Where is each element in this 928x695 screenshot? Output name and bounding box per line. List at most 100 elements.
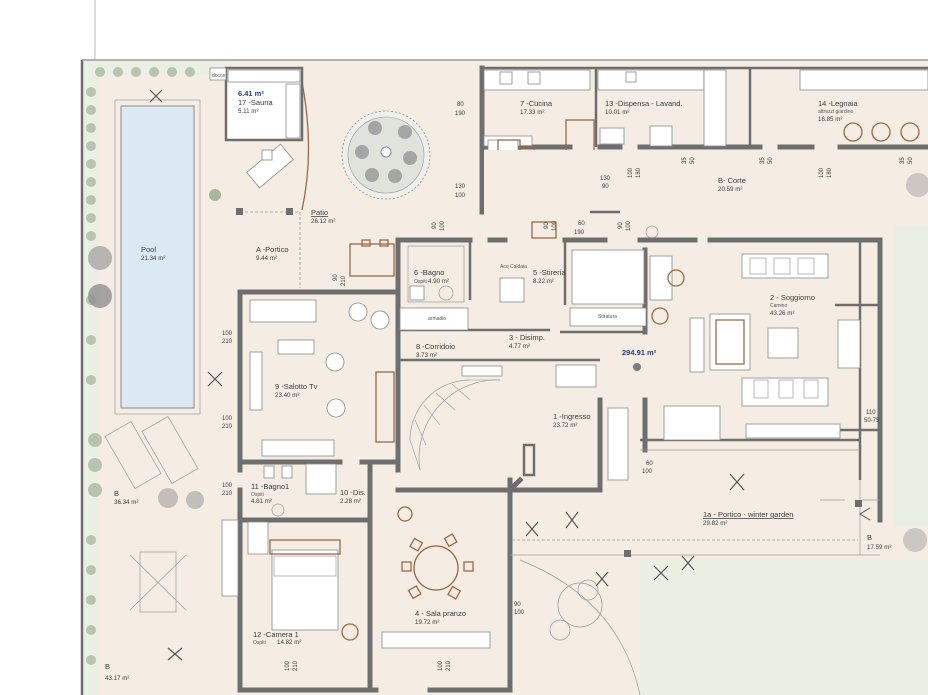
dimension-label: 100 [438, 660, 444, 671]
sofa-camino-top [741, 253, 829, 279]
dimension-label: 35 [900, 157, 906, 164]
dimension-label: 210 [222, 339, 233, 345]
room-area: 36.34 m² [114, 499, 138, 506]
dimension-label: 100 [455, 193, 466, 199]
dimension-label: 90 [544, 222, 550, 229]
dimension-label: 50-75 [864, 418, 880, 424]
dimension-label: 100 [440, 220, 446, 231]
room-name: B [867, 533, 872, 542]
lawn-south [640, 560, 928, 695]
bed [271, 549, 339, 631]
console [607, 407, 629, 481]
dimension-label: 100 [626, 220, 632, 231]
room-labels: 6.41 m² 17 -Sauna 5.11 m² Patio 26.12 m²… [105, 89, 891, 682]
room-name: 9 -Salotto Tv [275, 382, 318, 391]
boiler [499, 277, 525, 303]
room-area: 21.34 m² [141, 255, 165, 262]
room-area: 9.44 m² [256, 255, 277, 262]
dimension-label: 100 [642, 469, 653, 475]
dimension-label: 100 [222, 483, 233, 489]
tree-icons [88, 173, 928, 552]
center-marker [633, 363, 641, 371]
fireplace [837, 319, 861, 369]
room-area: 4.81 m² [251, 498, 272, 505]
dimension-label: 50 [768, 157, 774, 164]
dimension-label: 90 [432, 222, 438, 229]
spiral-stair [409, 379, 471, 441]
dimension-label: 50 [908, 157, 914, 164]
room-area: 17.33 m² [520, 109, 544, 116]
docce-box [209, 67, 227, 81]
room-name: B [114, 489, 119, 498]
room-name: 13 -Dispensa - Lavand. [605, 99, 683, 108]
dimension-label: 80 [457, 102, 464, 108]
dimension-label: 35 [682, 157, 688, 164]
stiratura [569, 307, 647, 327]
outdoor-table [139, 551, 177, 613]
dimension-label: 210 [341, 275, 347, 286]
room-name: 12 -Camera 1 [253, 630, 299, 639]
label-docce: docce [212, 73, 226, 79]
room-area: 43.17 m² [105, 675, 129, 682]
dimension-label: 100 [552, 220, 558, 231]
dimension-label: 100 [285, 660, 291, 671]
dimension-label: 60 [646, 461, 653, 467]
room-name: 6 -Bagno [414, 268, 444, 277]
room-name: 11 -Bagno1 [251, 482, 289, 491]
room-sub: Ospiti [253, 640, 266, 646]
room-name: 14 -Legnaia [818, 99, 858, 108]
outdoor-dining-table [349, 243, 395, 277]
label-caldaia: Acq Caldaia [500, 264, 527, 270]
total-area: 294.91 m² [622, 348, 657, 357]
plant-icons [149, 89, 745, 661]
room-name: 5 -Stireria [533, 268, 566, 277]
room-name: B- Corte [718, 176, 746, 185]
loungers [104, 421, 162, 489]
dimension-label: 100 [628, 167, 634, 178]
sofa-camino-bottom [741, 377, 829, 407]
room-sub: attrezzi giardino [818, 109, 854, 115]
room-name: 8 -Corridoio [416, 342, 455, 351]
room-name: A -Portico [256, 245, 289, 254]
dimension-label: 210 [293, 660, 299, 671]
room-area: 8.22 m² [533, 278, 554, 285]
room-area: 10.01 m² [605, 109, 629, 116]
label-armadio: armadio [428, 316, 446, 322]
room-name: 17 -Sauna [238, 98, 273, 107]
dimension-label: 90 [602, 184, 609, 190]
room-sub: Ospiti [414, 279, 427, 285]
room-area: 29.82 m² [703, 520, 727, 527]
sauna-highlight: 6.41 m² [238, 89, 264, 98]
room-area: 5.11 m² [238, 108, 259, 115]
dimension-label: 100 [819, 167, 825, 178]
room-area: 3.73 m² [416, 352, 437, 359]
room-name: 1 -Ingresso [553, 412, 591, 421]
dimension-label: 90 [333, 274, 339, 281]
dimension-label: 100 [222, 416, 233, 422]
armchairs [709, 313, 751, 371]
dimension-label: 90 [618, 222, 624, 229]
dimension-label: 210 [222, 491, 233, 497]
dimension-label: 190 [455, 111, 466, 117]
dimension-label: 190 [574, 230, 585, 236]
dimension-label: 35 [760, 157, 766, 164]
dining-table [413, 545, 459, 591]
room-area: 14.82 m² [277, 639, 301, 646]
ironing-cabinet [571, 249, 645, 305]
room-area: 26.12 m² [311, 218, 335, 225]
sofa-tv [249, 299, 317, 323]
dimension-label: 50 [690, 157, 696, 164]
shower [305, 463, 337, 495]
legnaia-shelf [799, 69, 928, 91]
room-area: 4.77 m² [509, 343, 530, 350]
room-name: 1a - Portico - winter garden [703, 510, 793, 519]
room-sub: Ospiti [251, 492, 264, 498]
room-area: 19.72 m² [415, 619, 439, 626]
room-area: 43.26 m² [770, 310, 794, 317]
stair-landing [663, 405, 721, 441]
room-name: 2 - Soggiorno [770, 293, 815, 302]
lawn-east [895, 225, 928, 525]
dimension-label: 210 [222, 424, 233, 430]
dimension-label: 110 [866, 410, 876, 416]
